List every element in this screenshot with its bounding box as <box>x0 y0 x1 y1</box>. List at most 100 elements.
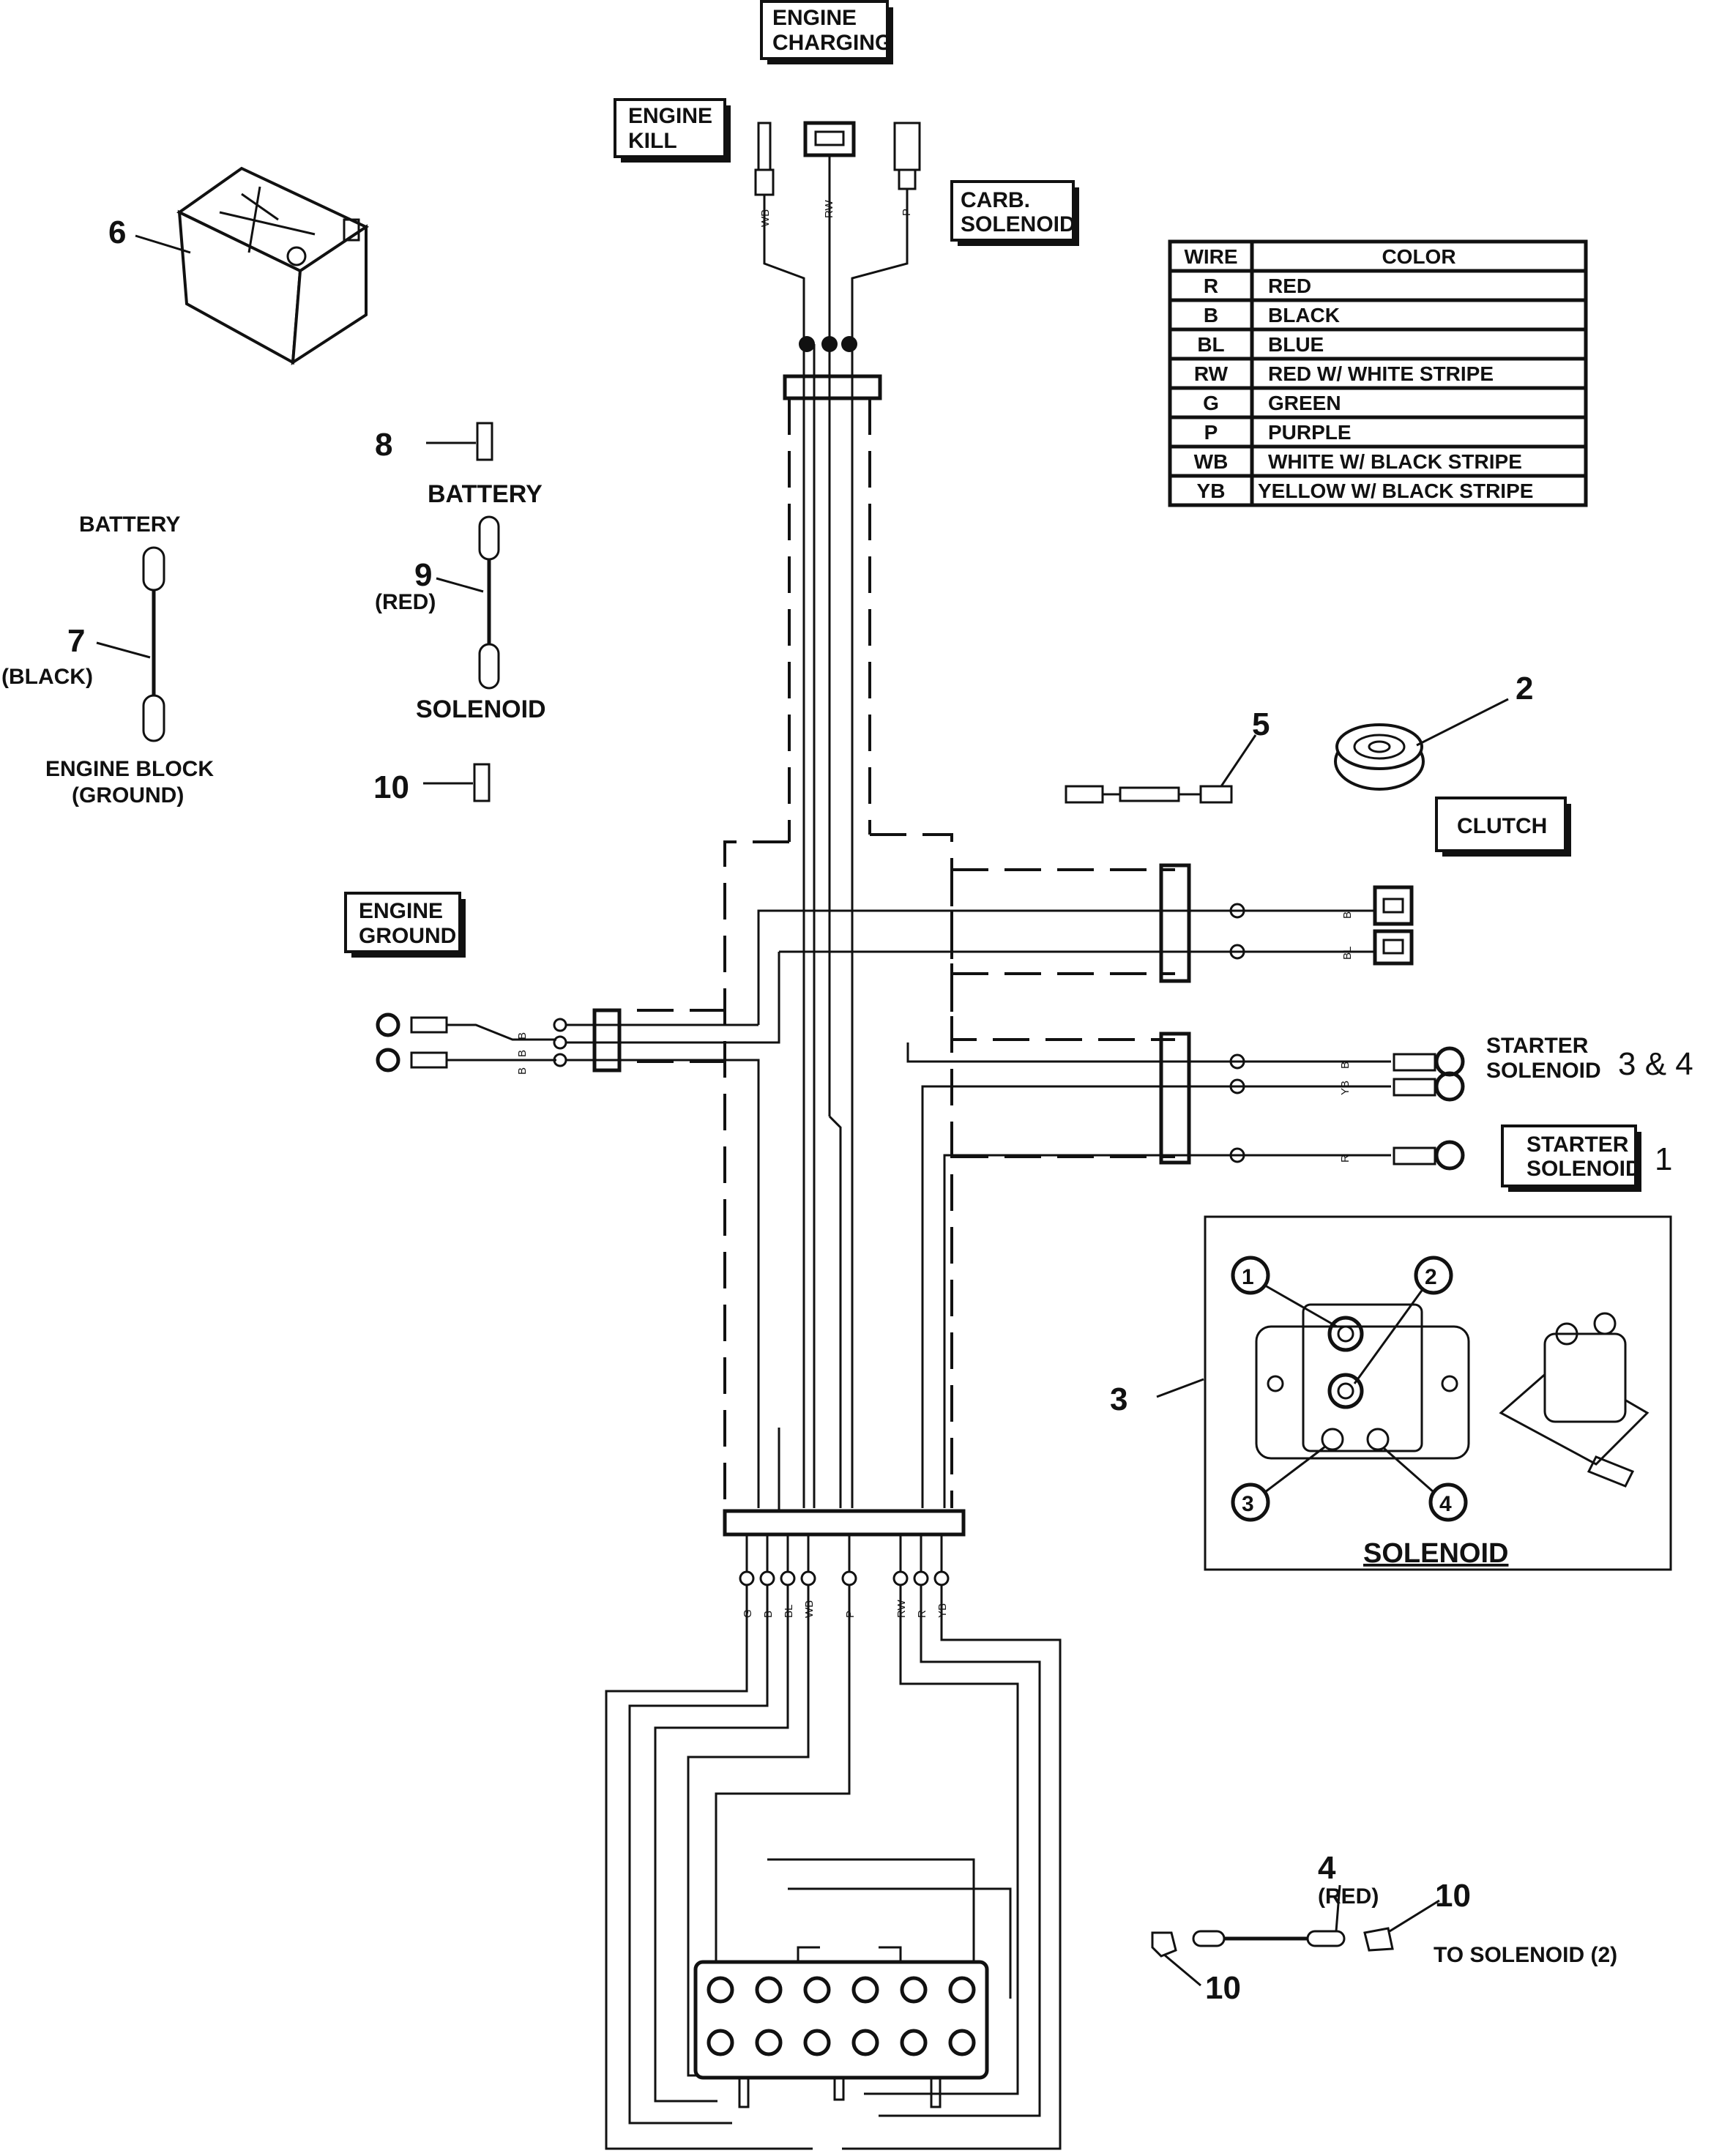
starter-solenoid-b-ref: 1 <box>1655 1141 1672 1177</box>
svg-text:B: B <box>1204 304 1218 327</box>
table-row: R RED <box>1204 275 1311 297</box>
main-trunk <box>788 344 871 1508</box>
wire-tag-ground-2: B <box>516 1050 529 1057</box>
bottom-terminals: G B BL WB P RW R YB <box>739 1534 950 1618</box>
part-10c-number: 10 <box>1435 1878 1471 1914</box>
svg-text:KILL: KILL <box>628 129 677 153</box>
wire-tag-clutch-bl: BL <box>1341 947 1354 960</box>
solenoid-inset: 1 2 3 4 SOLENOID 3 <box>1110 1215 1672 1571</box>
starter-branch: B YB R <box>906 1032 1465 1508</box>
part-8-number: 8 <box>375 427 392 463</box>
svg-text:YB: YB <box>1197 480 1226 502</box>
table-row: B BLACK <box>1204 304 1340 327</box>
table-header-color: COLOR <box>1382 245 1455 268</box>
solenoid-title: SOLENOID <box>1363 1538 1508 1569</box>
svg-text:STARTER: STARTER <box>1527 1133 1629 1157</box>
part-3-number: 3 <box>1110 1381 1127 1417</box>
starter-solenoid-a-label: STARTER SOLENOID <box>1486 1034 1601 1083</box>
svg-text:G: G <box>1203 392 1219 414</box>
top-connectors: WB RW P <box>754 121 921 227</box>
top-clamp <box>783 374 882 400</box>
part-7-bottom-1: ENGINE BLOCK <box>45 757 214 781</box>
carb-solenoid-label: CARB. SOLENOID <box>950 180 1079 246</box>
part-4: 4 (RED) 10 10 TO SOLENOID (2) <box>1151 1850 1617 2006</box>
engine-kill-label: ENGINE KILL <box>614 98 731 163</box>
svg-text:CLUTCH: CLUTCH <box>1457 814 1547 838</box>
table-row: G GREEN <box>1203 392 1341 414</box>
part-5: 5 <box>1065 706 1270 804</box>
part-7-bottom-2: (GROUND) <box>72 783 184 807</box>
bottom-clamp <box>723 1428 966 1537</box>
table-row: WB WHITE W/ BLACK STRIPE <box>1194 450 1522 473</box>
bottom-wires <box>605 1585 1062 2150</box>
part-4-color: (RED) <box>1318 1884 1379 1909</box>
svg-text:PURPLE: PURPLE <box>1268 421 1352 444</box>
part-8: 8 BATTERY <box>375 422 543 508</box>
part-9-number: 9 <box>414 557 432 593</box>
svg-text:RED W/ WHITE STRIPE: RED W/ WHITE STRIPE <box>1268 362 1494 385</box>
part-7-color: (BLACK) <box>1 665 93 689</box>
wire-tag-ground-3: B <box>516 1067 529 1075</box>
clutch-label: CLUTCH <box>1435 797 1571 857</box>
part-10b-number: 10 <box>1205 1970 1241 2006</box>
part-9-bottom: SOLENOID <box>416 695 546 723</box>
bottom-connector <box>693 1946 989 2108</box>
part-7-top: BATTERY <box>79 512 180 537</box>
wire-tag-clutch-b: B <box>1341 911 1354 919</box>
table-row: P PURPLE <box>1204 421 1352 444</box>
wire-tag-starter-r: R <box>1339 1155 1352 1163</box>
part-10-number: 10 <box>373 769 409 805</box>
engine-ground-label: ENGINE GROUND <box>344 892 466 958</box>
svg-text:R: R <box>1204 275 1218 297</box>
part-6-number: 6 <box>108 215 126 250</box>
svg-text:ENGINE: ENGINE <box>772 6 857 30</box>
solenoid-terminal-2: 2 <box>1425 1265 1437 1289</box>
svg-text:GROUND: GROUND <box>359 924 456 948</box>
part-2-number: 2 <box>1516 671 1533 706</box>
table-row: BL BLUE <box>1197 333 1324 356</box>
harness-outline <box>637 833 1175 1508</box>
svg-text:RED: RED <box>1268 275 1311 297</box>
part-4-number: 4 <box>1318 1850 1336 1886</box>
top-wires <box>763 155 909 352</box>
svg-text:SOLENOID: SOLENOID <box>1486 1059 1601 1083</box>
part-9: 9 (RED) SOLENOID <box>375 515 546 723</box>
part-7-number: 7 <box>67 623 85 659</box>
part-5-number: 5 <box>1252 706 1270 742</box>
table-header-wire: WIRE <box>1184 245 1237 268</box>
svg-text:BL: BL <box>1197 333 1224 356</box>
solenoid-terminal-3: 3 <box>1242 1492 1254 1516</box>
svg-text:STARTER: STARTER <box>1486 1034 1589 1058</box>
svg-text:GREEN: GREEN <box>1268 392 1341 414</box>
solenoid-terminal-1: 1 <box>1242 1265 1254 1289</box>
wire-tag-starter-yb: YB <box>1339 1081 1352 1095</box>
svg-text:P: P <box>1204 421 1218 444</box>
svg-text:ENGINE: ENGINE <box>359 899 443 923</box>
svg-text:BLACK: BLACK <box>1268 304 1340 327</box>
to-solenoid-label: TO SOLENOID (2) <box>1434 1943 1617 1967</box>
battery-part: 6 <box>108 166 370 365</box>
engine-charging-label: ENGINE CHARGING <box>760 0 893 64</box>
svg-text:SOLENOID: SOLENOID <box>961 212 1076 236</box>
svg-text:ENGINE: ENGINE <box>628 104 712 128</box>
table-row: YB YELLOW W/ BLACK STRIPE <box>1197 480 1534 502</box>
svg-text:WB: WB <box>1194 450 1229 473</box>
svg-text:BLUE: BLUE <box>1268 333 1324 356</box>
wire-tag-ground-1: B <box>516 1032 529 1040</box>
svg-text:CHARGING: CHARGING <box>772 31 892 55</box>
part-10: 10 <box>373 763 491 805</box>
part-2-clutch: 2 <box>1334 671 1533 791</box>
starter-solenoid-b-label: STARTER SOLENOID <box>1501 1124 1641 1192</box>
ground-branch: B B B <box>376 952 780 1508</box>
part-8-label: BATTERY <box>428 480 543 508</box>
clutch-branch: B BL <box>757 863 1414 1025</box>
svg-text:RW: RW <box>1194 362 1229 385</box>
svg-text:YELLOW W/ BLACK STRIPE: YELLOW W/ BLACK STRIPE <box>1258 480 1533 502</box>
wire-tag-starter-b: B <box>1339 1062 1352 1069</box>
svg-text:WHITE W/ BLACK STRIPE: WHITE W/ BLACK STRIPE <box>1268 450 1522 473</box>
solenoid-terminal-4: 4 <box>1439 1492 1452 1516</box>
starter-solenoid-a-ref: 3 & 4 <box>1618 1046 1693 1082</box>
wire-color-table: WIRE COLOR R RED B BLACK BL BLUE RW RED … <box>1168 239 1588 507</box>
svg-text:CARB.: CARB. <box>961 188 1030 212</box>
